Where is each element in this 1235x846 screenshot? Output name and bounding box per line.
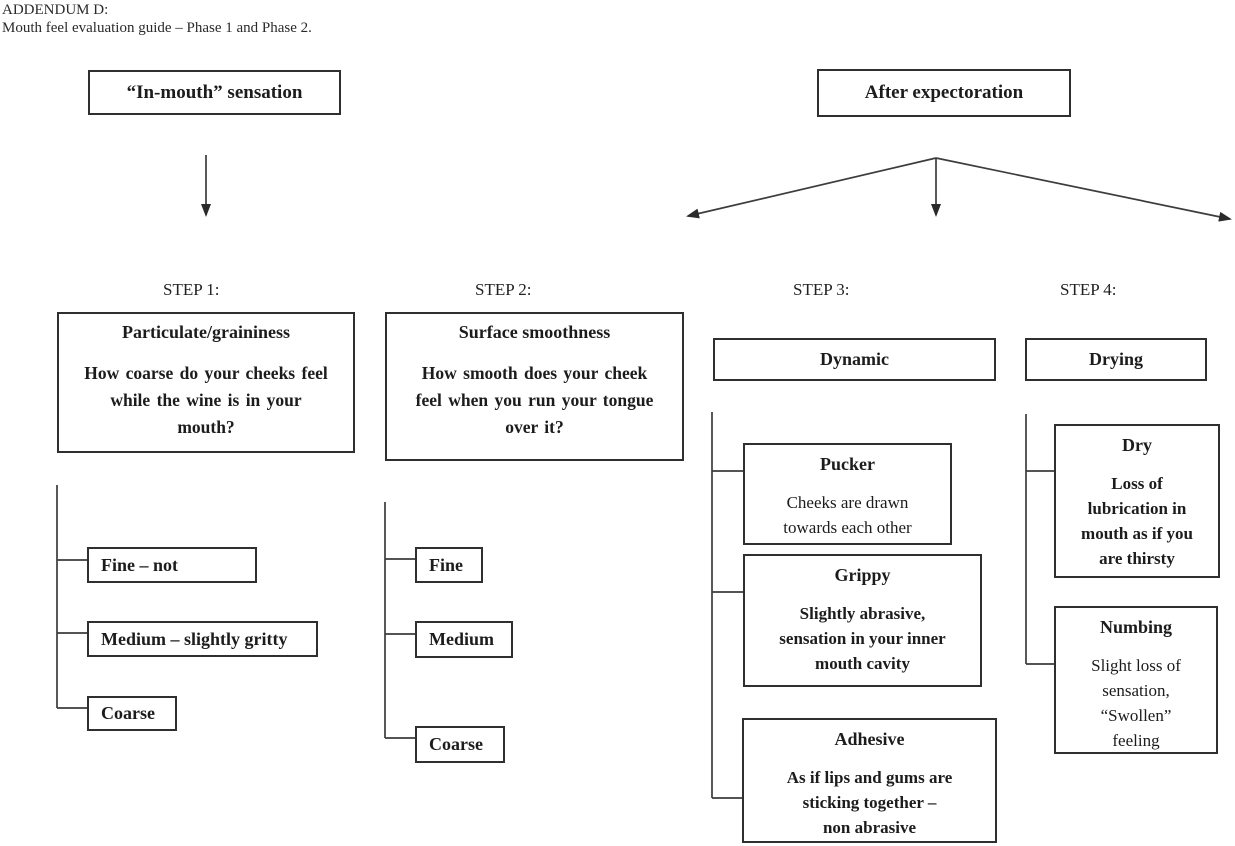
bracket-step1 — [56, 485, 87, 709]
arrow-after-left — [686, 157, 937, 219]
numbing-desc: Slight loss of sensation, “Swollen” feel… — [1091, 656, 1181, 750]
step1-label: STEP 1: — [163, 280, 220, 299]
step1-title: Particulate/graininess — [122, 322, 290, 342]
pucker-desc: Cheeks are drawn towards each other — [783, 493, 912, 537]
step4-option-dry: Dry Loss of lubrication in mouth as if y… — [1054, 424, 1220, 578]
step4-drying-box: Drying — [1025, 338, 1207, 381]
step1-option-coarse: Coarse — [87, 696, 177, 731]
step1-option-medium: Medium – slightly gritty — [87, 621, 318, 657]
step2-label: STEP 2: — [475, 280, 532, 299]
step2-option-fine: Fine — [415, 547, 483, 583]
step3-option-grippy: Grippy Slightly abrasive, sensation in y… — [743, 554, 982, 687]
step3-label: STEP 3: — [793, 280, 850, 299]
step3-option-pucker: Pucker Cheeks are drawn towards each oth… — [743, 443, 952, 545]
after-expectoration-box: After expectoration — [817, 69, 1071, 117]
adhesive-desc: As if lips and gums are sticking togethe… — [786, 768, 953, 837]
step2-question-box: Surface smoothness How smooth does your … — [385, 312, 684, 461]
step1-option-fine: Fine – not — [87, 547, 257, 583]
step1-question-box: Particulate/graininess How coarse do you… — [57, 312, 355, 453]
arrow-after-right — [935, 157, 1232, 222]
adhesive-title: Adhesive — [834, 729, 905, 749]
step4-label: STEP 4: — [1060, 280, 1117, 299]
step2-question: How smooth does your cheek feel when you… — [415, 363, 654, 437]
step2-option-medium: Medium — [415, 621, 513, 658]
in-mouth-sensation-box: “In-mouth” sensation — [88, 70, 341, 115]
bracket-step2 — [384, 502, 415, 739]
dry-desc: Loss of lubrication in mouth as if you a… — [1081, 474, 1193, 568]
step1-question: How coarse do your cheeks feel while the… — [84, 363, 328, 437]
step4-option-numbing: Numbing Slight loss of sensation, “Swoll… — [1054, 606, 1218, 754]
page-header: ADDENDUM D: Mouth feel evaluation guide … — [2, 1, 312, 37]
addendum-label: ADDENDUM D: — [2, 2, 109, 18]
step2-option-coarse: Coarse — [415, 726, 505, 763]
grippy-title: Grippy — [834, 565, 891, 585]
dry-title: Dry — [1122, 435, 1152, 455]
step2-title: Surface smoothness — [458, 322, 611, 342]
numbing-title: Numbing — [1099, 617, 1173, 637]
pucker-title: Pucker — [820, 454, 875, 474]
grippy-desc: Slightly abrasive, sensation in your inn… — [779, 604, 946, 673]
addendum-subtitle: Mouth feel evaluation guide – Phase 1 an… — [2, 20, 312, 36]
step3-option-adhesive: Adhesive As if lips and gums are stickin… — [742, 718, 997, 843]
bracket-step3 — [711, 412, 746, 799]
step3-dynamic-box: Dynamic — [713, 338, 996, 381]
